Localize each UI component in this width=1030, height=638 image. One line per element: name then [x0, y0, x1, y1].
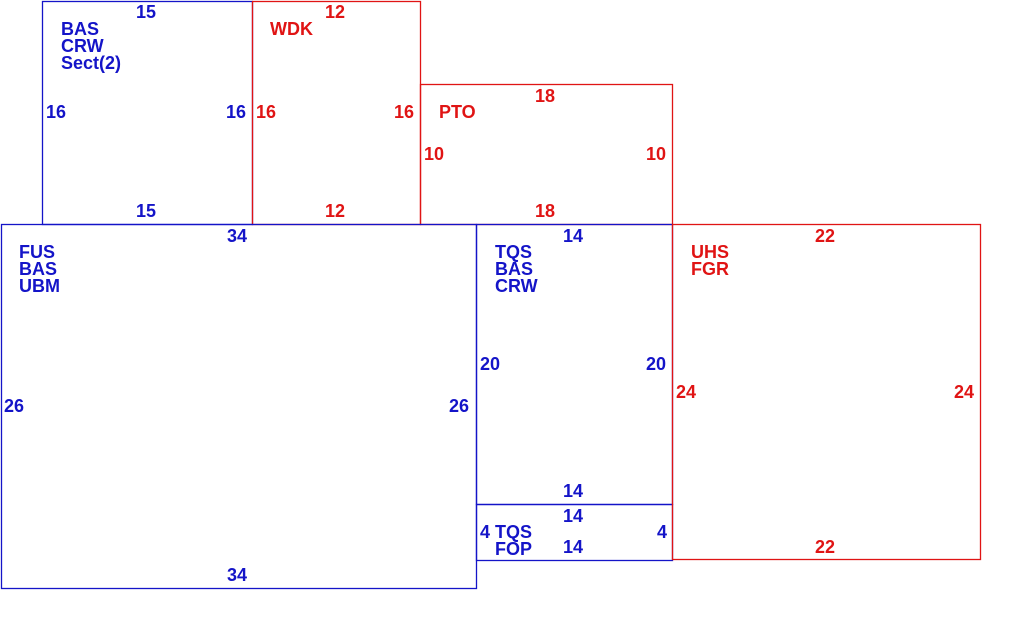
- dimension-label-right: 24: [954, 382, 974, 402]
- dimension-label-right: 16: [226, 102, 246, 122]
- area-code-label: BAS: [61, 19, 99, 39]
- dimension-label-left: 4: [480, 522, 490, 542]
- area-code-label: TQS: [495, 242, 532, 262]
- dimension-label-left: 10: [424, 144, 444, 164]
- area-code-label: CRW: [61, 36, 104, 56]
- area-code-label: PTO: [439, 102, 476, 122]
- dimension-label-right: 26: [449, 396, 469, 416]
- dimension-label-bottom: 22: [815, 537, 835, 557]
- dimension-label-top: 18: [535, 86, 555, 106]
- dimension-label-bottom: 18: [535, 201, 555, 221]
- dimension-label-bottom: 34: [227, 565, 247, 585]
- area-code-label: UHS: [691, 242, 729, 262]
- area-code-label: Sect(2): [61, 53, 121, 73]
- area-code-label: UBM: [19, 276, 60, 296]
- dimension-label-right: 4: [657, 522, 667, 542]
- area-code-label: FOP: [495, 539, 532, 559]
- room-pto: PTO 18 18 10 10: [419, 83, 674, 226]
- dimension-label-top: 22: [815, 226, 835, 246]
- dimension-label-right: 20: [646, 354, 666, 374]
- dimension-label-top: 14: [563, 506, 583, 526]
- area-code-label: BAS: [19, 259, 57, 279]
- dimension-label-top: 14: [563, 226, 583, 246]
- dimension-label-top: 15: [136, 2, 156, 22]
- area-code-label: BAS: [495, 259, 533, 279]
- dimension-label-bottom: 14: [563, 481, 583, 501]
- dimension-label-top: 12: [325, 2, 345, 22]
- dimension-label-bottom: 15: [136, 201, 156, 221]
- dimension-label-left: 16: [256, 102, 276, 122]
- room-outline: [0, 223, 478, 590]
- area-code-label: FUS: [19, 242, 55, 262]
- area-code-label: WDK: [270, 19, 313, 39]
- dimension-label-top: 34: [227, 226, 247, 246]
- dimension-label-left: 20: [480, 354, 500, 374]
- dimension-label-right: 16: [394, 102, 414, 122]
- area-code-label: CRW: [495, 276, 538, 296]
- dimension-label-left: 24: [676, 382, 696, 402]
- area-code-label: FGR: [691, 259, 729, 279]
- room-wdk: WDK 12 12 16 16: [251, 0, 422, 226]
- room-outline: [671, 223, 982, 561]
- dimension-label-left: 16: [46, 102, 66, 122]
- dimension-label-bottom: 12: [325, 201, 345, 221]
- dimension-label-left: 26: [4, 396, 24, 416]
- dimension-label-bottom: 14: [563, 537, 583, 557]
- area-code-label: TQS: [495, 522, 532, 542]
- dimension-label-right: 10: [646, 144, 666, 164]
